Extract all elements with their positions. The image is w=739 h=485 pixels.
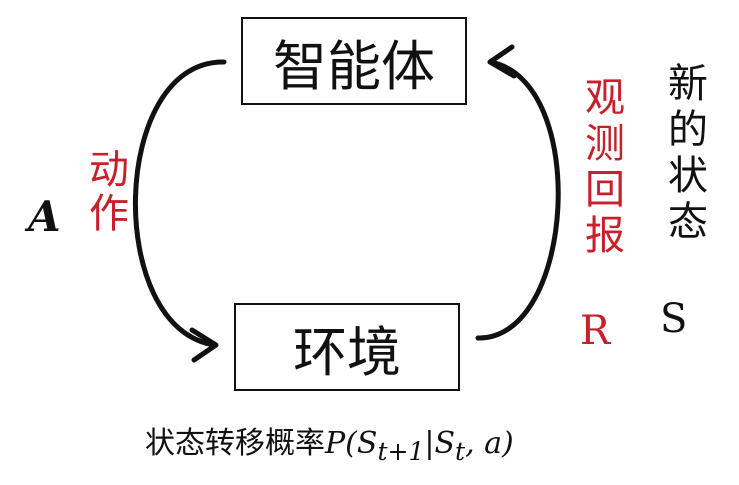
environment-label: 环境 xyxy=(293,320,401,384)
transition-probability-caption: 状态转移概率P(St+1|St, a) xyxy=(145,418,514,466)
agent-box: 智能体 xyxy=(241,17,467,105)
formula-part-1: P(S xyxy=(325,426,378,461)
action-arrow xyxy=(132,59,227,348)
action-label: 动作 xyxy=(82,148,128,236)
new-state-label: 新的状态 xyxy=(661,62,707,246)
formula-part-2: |S xyxy=(424,426,456,461)
agent-label: 智能体 xyxy=(273,34,435,98)
formula-sub-1: t+1 xyxy=(377,437,425,466)
feedback-arrowhead xyxy=(487,44,517,79)
caption-formula: P(St+1|St, a) xyxy=(325,426,514,466)
formula-sub-2: t xyxy=(455,437,466,466)
environment-box: 环境 xyxy=(234,303,460,391)
feedback-arrow xyxy=(475,59,561,341)
caption-text: 状态转移概率 xyxy=(145,426,325,461)
action-arrowhead xyxy=(189,327,219,363)
action-symbol: A xyxy=(28,192,61,241)
reward-symbol: R xyxy=(580,308,611,354)
formula-part-3: , a) xyxy=(465,426,514,461)
observation-reward-label: 观测回报 xyxy=(578,76,624,260)
state-symbol: S xyxy=(660,296,688,342)
